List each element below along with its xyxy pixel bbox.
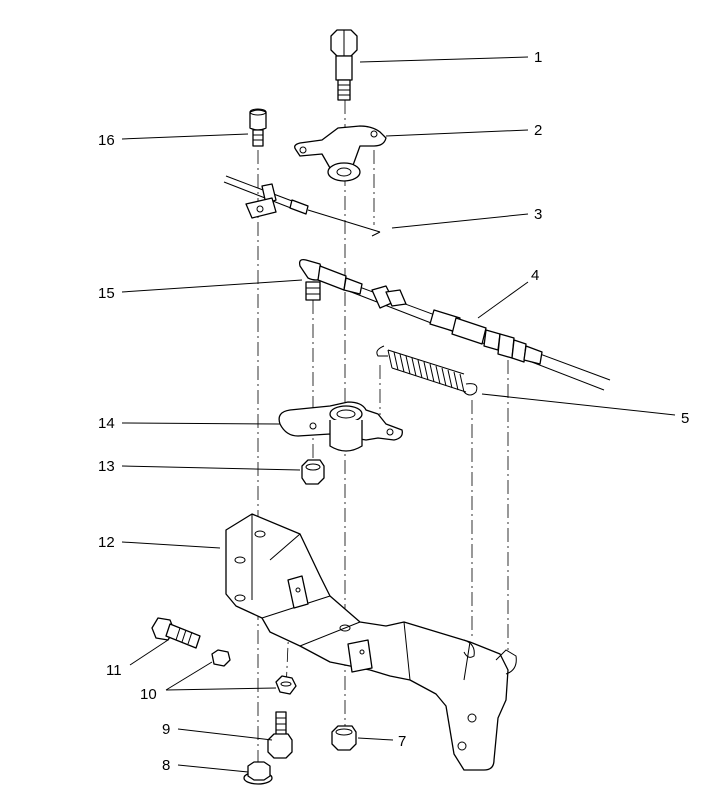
cable-end-fitting: [298, 258, 363, 301]
callout-9: 9: [162, 721, 170, 738]
callout-12: 12: [98, 534, 115, 551]
hex-nut-7: [331, 725, 357, 751]
hex-bolt-9: [267, 711, 293, 759]
callout-13: 13: [98, 458, 115, 475]
hex-nut-13: [301, 459, 325, 485]
callout-11: 11: [106, 662, 122, 679]
callout-2: 2: [534, 122, 542, 139]
callout-14: 14: [98, 415, 115, 432]
callout-8: 8: [162, 757, 170, 774]
callout-16: 16: [98, 132, 115, 149]
callout-labels: 1 2 3 4 5 7 8 9 10 11 12 13 14 15 16: [98, 49, 689, 774]
control-cable: [345, 281, 611, 391]
extension-spring: [376, 345, 478, 396]
shoulder-bolt: [330, 29, 358, 101]
callout-3: 3: [534, 206, 542, 223]
flange-nut-8: [243, 761, 273, 785]
throttle-cable-rod: [223, 175, 381, 237]
callout-7: 7: [398, 733, 406, 750]
callout-15: 15: [98, 285, 115, 302]
hex-bolt-11: [151, 617, 201, 649]
cable-bracket-plate: [294, 125, 387, 182]
callout-1: 1: [534, 49, 542, 66]
leader-lines: [121, 56, 676, 773]
pivot-lever: [278, 401, 403, 452]
mounting-bracket: [225, 513, 517, 771]
socket-head-screw: [249, 108, 267, 147]
hex-nut-10a: [211, 649, 231, 667]
callout-4: 4: [531, 267, 539, 284]
callout-10: 10: [140, 686, 157, 703]
callout-5: 5: [681, 410, 689, 427]
hex-nut-10b: [275, 675, 297, 695]
